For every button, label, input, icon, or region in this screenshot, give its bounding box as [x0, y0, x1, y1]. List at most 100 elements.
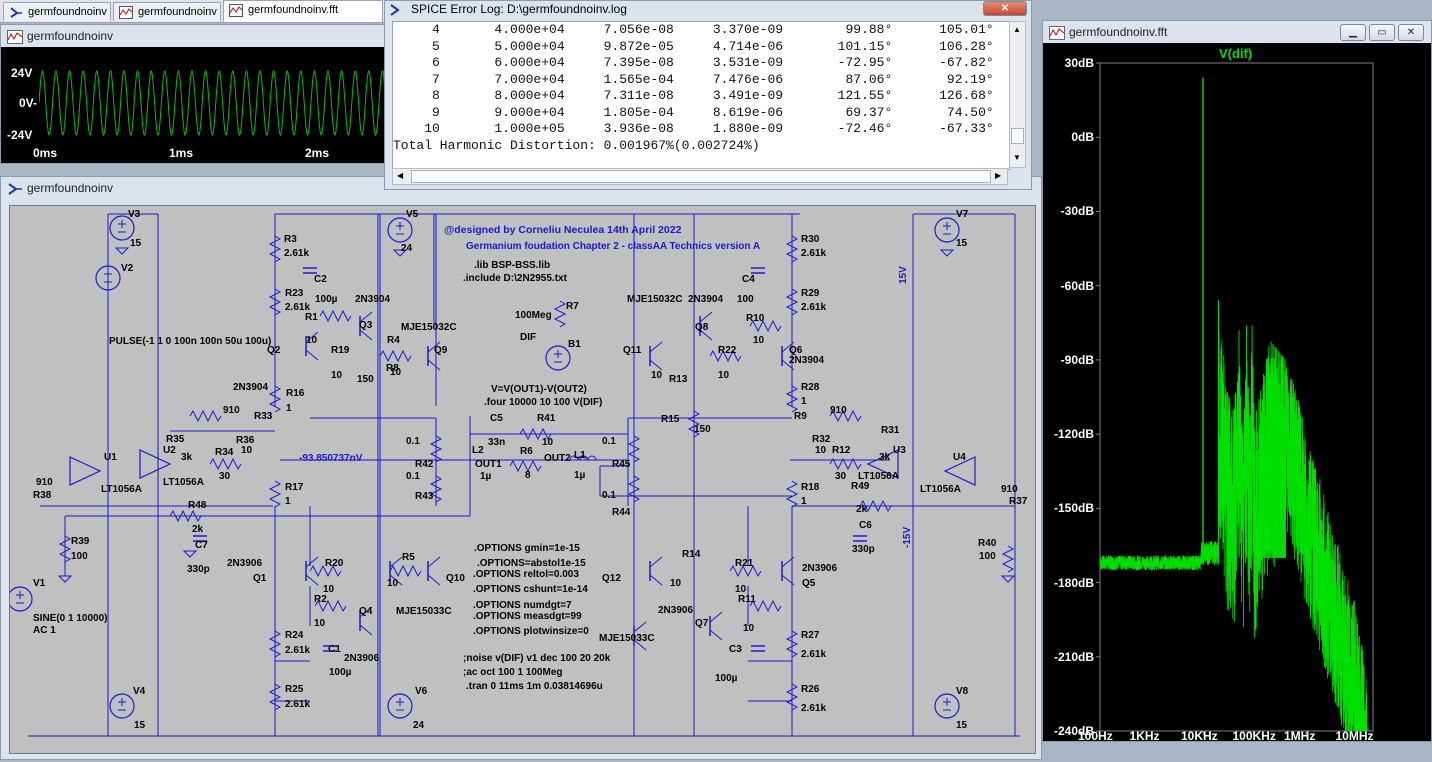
component-label[interactable]: R38 [33, 490, 52, 501]
component-label[interactable]: 100µ [315, 294, 338, 305]
minimize-button[interactable]: ▁ [1340, 24, 1366, 41]
resistor-icon[interactable] [429, 475, 443, 503]
transistor-icon[interactable] [389, 556, 403, 586]
component-label[interactable]: 100µ [715, 673, 738, 684]
component-label[interactable]: R1 [305, 312, 318, 323]
component-label[interactable]: LT1056A [858, 471, 899, 482]
component-label[interactable]: 3k [181, 452, 193, 463]
resistor-icon[interactable] [389, 564, 422, 578]
component-label[interactable]: MJE15033C [599, 633, 655, 644]
component-label[interactable]: 100 [979, 551, 996, 562]
resistor-icon[interactable] [687, 410, 701, 438]
component-label[interactable]: 10 [331, 370, 343, 381]
resistor-icon[interactable] [749, 319, 782, 333]
component-label[interactable]: R2 [314, 594, 327, 605]
component-label[interactable]: R22 [718, 345, 737, 356]
component-label[interactable]: 10 [815, 445, 827, 456]
component-label[interactable]: LT1056A [101, 484, 142, 495]
component-label[interactable]: U2 [163, 445, 176, 456]
component-label[interactable]: 100 [737, 294, 754, 305]
component-label[interactable]: MJE15033C [396, 606, 452, 617]
component-label[interactable]: 30 [219, 471, 231, 482]
component-label[interactable]: R12 [832, 445, 851, 456]
component-label[interactable]: 1µ [574, 470, 586, 481]
component-label[interactable]: 2N3906 [802, 563, 838, 574]
transistor-icon[interactable] [649, 341, 663, 371]
close-button[interactable]: ✕ [1398, 24, 1424, 41]
transistor-icon[interactable] [305, 556, 319, 586]
transistor-icon[interactable] [781, 341, 795, 371]
component-label[interactable]: 24 [401, 243, 413, 254]
component-label[interactable]: 10 [323, 584, 335, 595]
component-label[interactable]: Q12 [602, 573, 621, 584]
component-label[interactable]: R19 [331, 345, 350, 356]
behavioral-source-icon[interactable] [545, 345, 571, 371]
component-label[interactable]: C6 [859, 520, 872, 531]
resistor-icon[interactable] [268, 683, 282, 711]
component-label[interactable]: 10 [718, 370, 730, 381]
scroll-left-icon[interactable]: ◀ [397, 171, 404, 180]
component-label[interactable]: R3 [284, 234, 297, 245]
resistor-icon[interactable] [314, 599, 347, 613]
component-label[interactable]: 3k [879, 452, 891, 463]
component-label[interactable]: R7 [566, 301, 579, 312]
component-label[interactable]: 8 [525, 470, 531, 481]
transistor-icon[interactable] [781, 556, 795, 586]
resistor-icon[interactable] [319, 309, 352, 323]
component-label[interactable]: R49 [851, 481, 870, 492]
component-label[interactable]: R26 [801, 684, 820, 695]
component-label[interactable]: V5 [406, 209, 419, 220]
transistor-icon[interactable] [633, 621, 647, 651]
component-label[interactable]: 2.61k [801, 649, 827, 660]
resistor-icon[interactable] [829, 457, 862, 471]
resistor-icon[interactable] [189, 409, 222, 423]
component-label[interactable]: 2.61k [285, 699, 311, 710]
transient-plot[interactable]: 24V 0V- -24V 0ms 1ms 2ms [1, 47, 392, 163]
component-label[interactable]: R24 [285, 630, 304, 641]
component-label[interactable]: R15 [661, 414, 680, 425]
component-label[interactable]: Q8 [695, 322, 709, 333]
component-label[interactable]: R9 [794, 411, 807, 422]
component-label[interactable]: R35 [166, 434, 185, 445]
component-label[interactable]: R11 [738, 594, 756, 605]
component-label[interactable]: C3 [729, 644, 742, 655]
resistor-icon[interactable] [379, 349, 412, 363]
resistor-icon[interactable] [785, 630, 799, 658]
resistor-icon[interactable] [627, 475, 641, 503]
resistor-icon[interactable] [169, 509, 202, 523]
component-label[interactable]: Q6 [789, 345, 803, 356]
component-label[interactable]: 2N3906 [658, 605, 694, 616]
resistor-icon[interactable] [309, 564, 342, 578]
resistor-icon[interactable] [519, 427, 552, 441]
resistor-icon[interactable] [268, 235, 282, 263]
component-label[interactable]: 10 [651, 370, 663, 381]
transistor-icon[interactable] [305, 331, 319, 361]
component-label[interactable]: 2N3904 [355, 294, 391, 305]
transistor-icon[interactable] [427, 556, 441, 586]
tab-fft[interactable]: germfoundnoinv.fft [223, 0, 383, 22]
component-label[interactable]: V8 [956, 686, 969, 697]
component-label[interactable]: DIF [520, 332, 537, 343]
tab-schematic[interactable]: germfoundnoinv [3, 2, 111, 21]
resistor-icon[interactable] [209, 457, 242, 471]
component-label[interactable]: R8 [386, 363, 399, 374]
component-label[interactable]: 100Meg [515, 310, 552, 321]
resistor-icon[interactable] [785, 480, 799, 508]
component-label[interactable]: 10 [743, 623, 755, 634]
component-label[interactable]: OUT1 [475, 459, 502, 470]
component-label[interactable]: R21 [735, 558, 754, 569]
component-label[interactable]: R6 [520, 446, 533, 457]
component-label[interactable]: 2.61k [285, 302, 311, 313]
component-label[interactable]: 2.61k [801, 248, 827, 259]
component-label[interactable]: 2.61k [801, 302, 827, 313]
capacitor-icon[interactable] [853, 535, 867, 542]
component-label[interactable]: 330p [187, 564, 210, 575]
component-label[interactable]: LT1056A [920, 484, 961, 495]
resistor-icon[interactable] [785, 288, 799, 316]
capacitor-icon[interactable] [751, 267, 765, 274]
component-label[interactable]: 33n [488, 437, 506, 448]
component-label[interactable]: 910 [1001, 484, 1018, 495]
component-label[interactable]: 10 [753, 335, 765, 346]
capacitor-icon[interactable] [323, 645, 337, 652]
